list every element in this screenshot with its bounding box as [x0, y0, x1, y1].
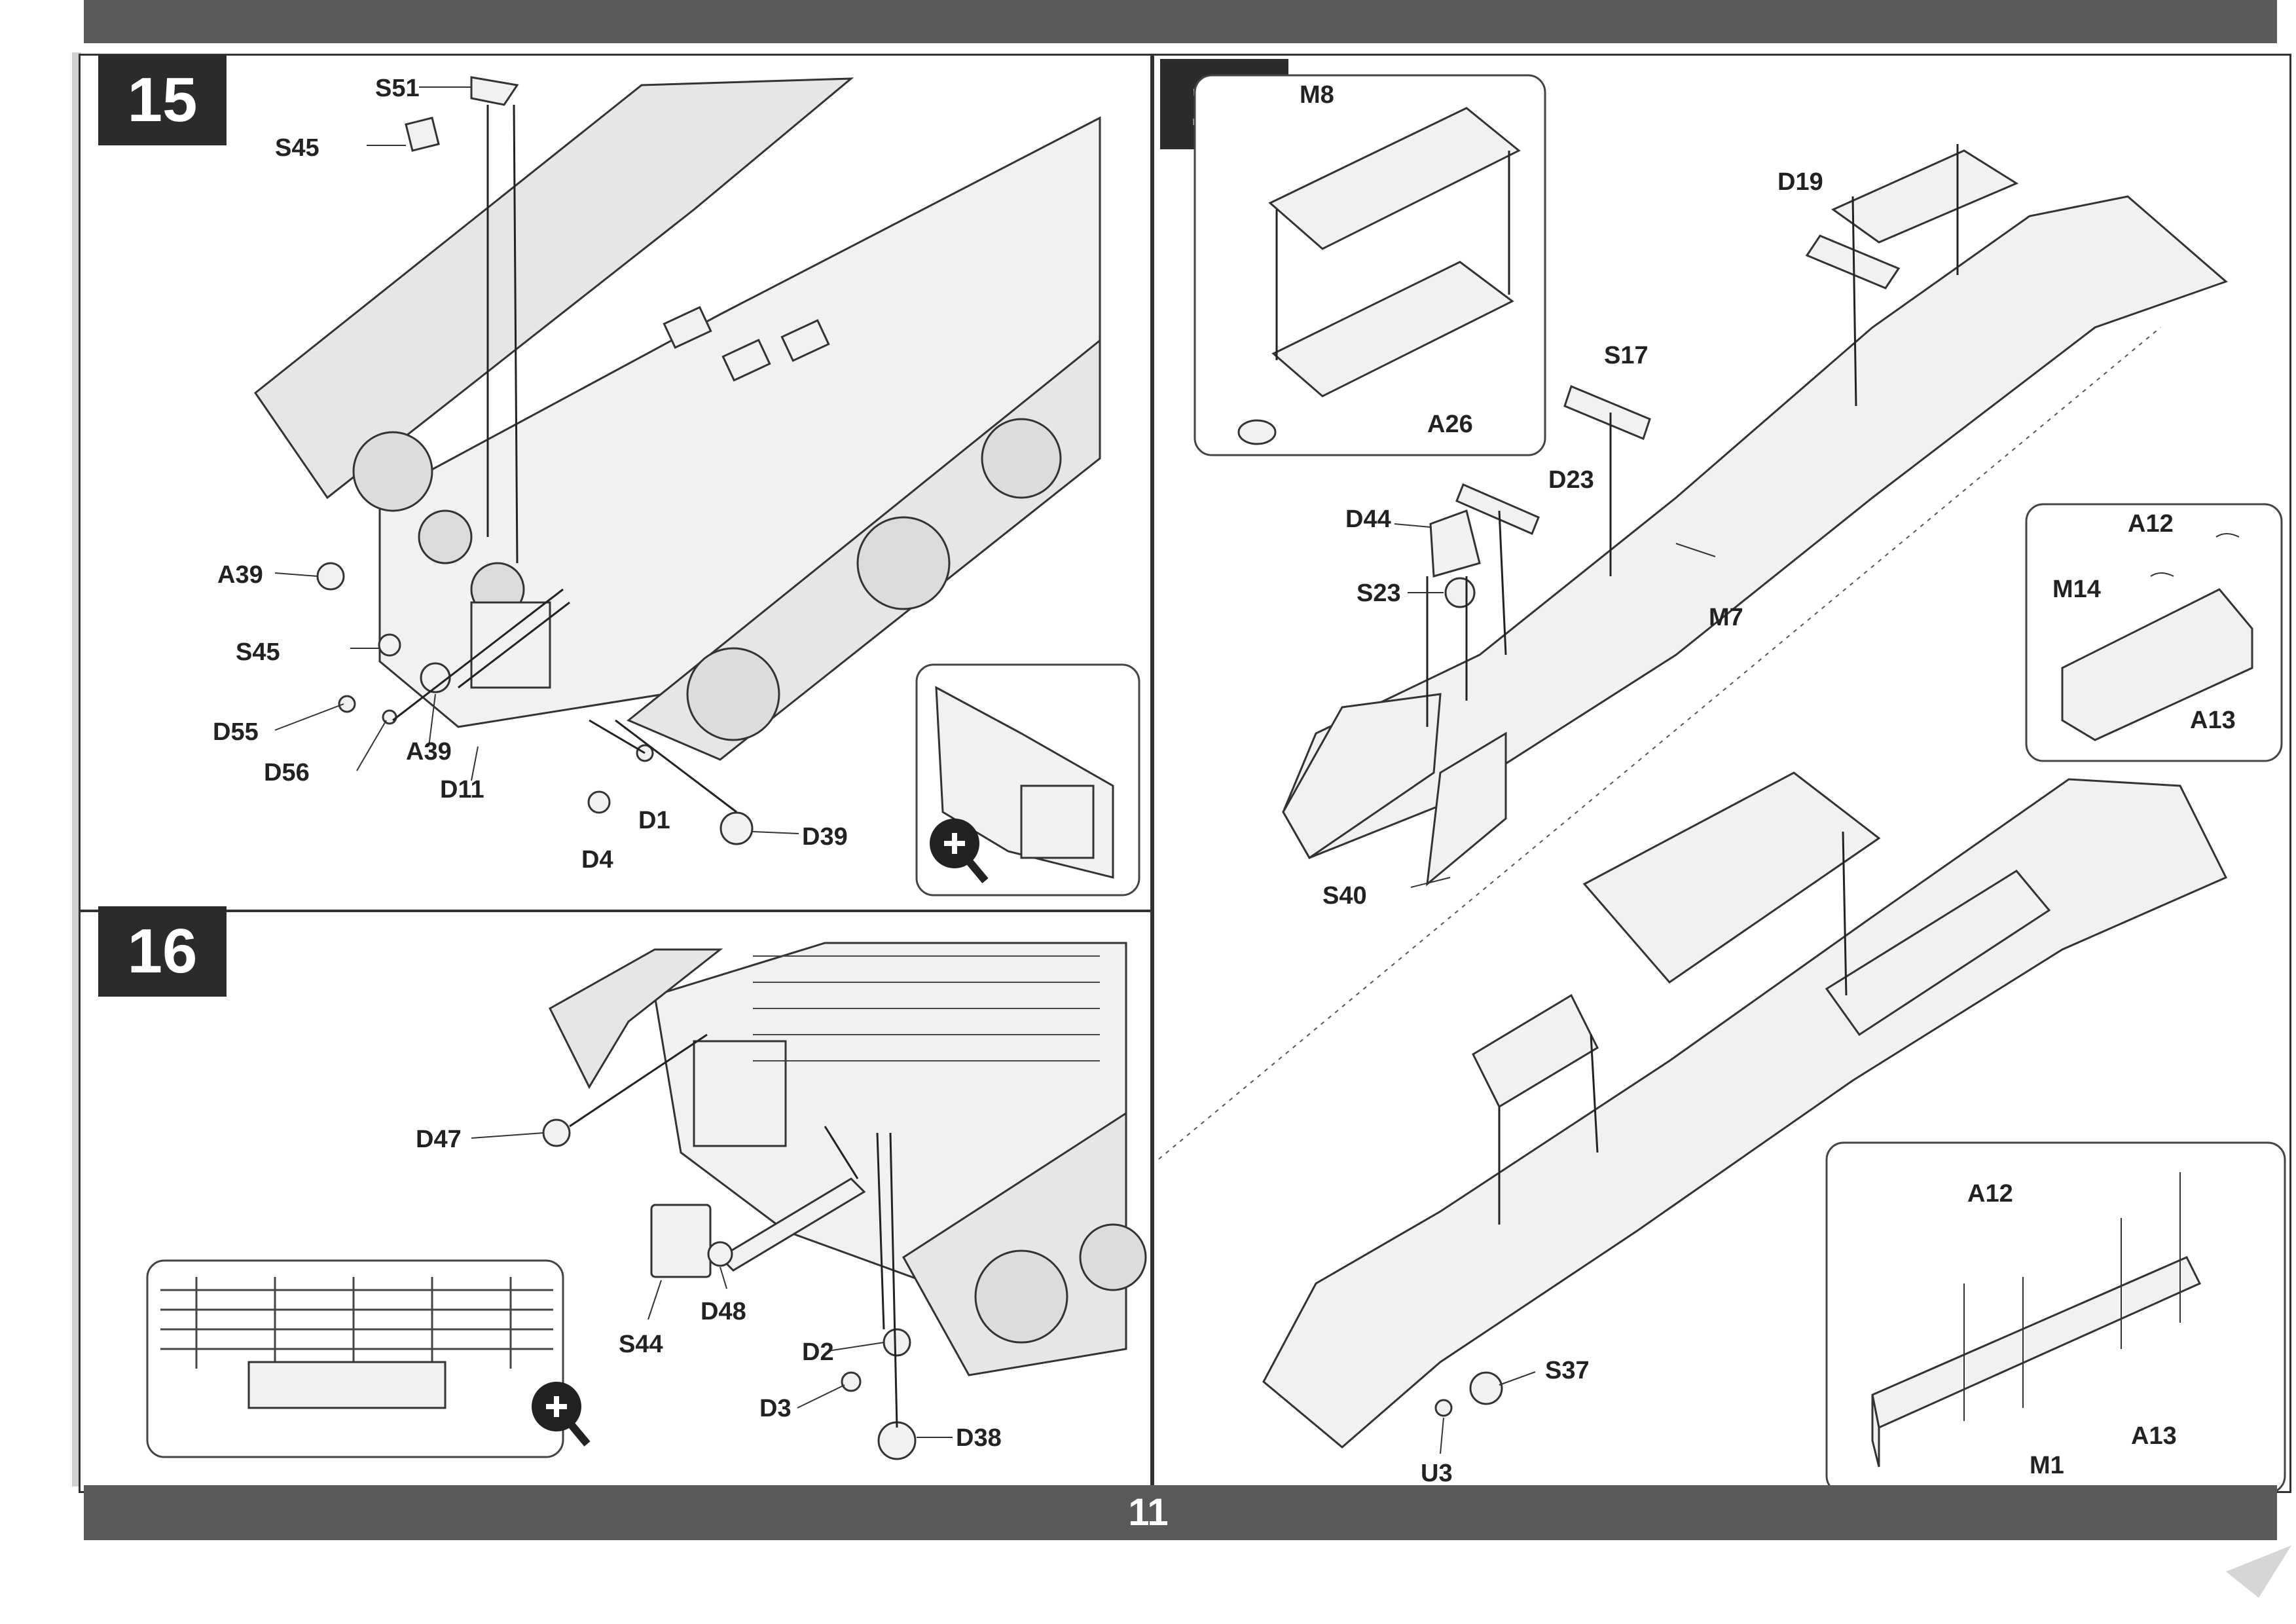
label-a13-b: A13: [2131, 1422, 2177, 1450]
label-d23: D23: [1548, 466, 1594, 494]
label-s17: S17: [1604, 342, 1649, 369]
label-d3: D3: [759, 1395, 792, 1422]
label-a26: A26: [1427, 411, 1473, 438]
label-a12-b: A12: [1967, 1180, 2013, 1208]
step-15-parts: [316, 76, 754, 845]
label-d44: D44: [1345, 506, 1391, 533]
step-17-top-zoom: [1194, 74, 1546, 456]
label-d19: D19: [1777, 168, 1823, 196]
label-s45: S45: [275, 134, 319, 162]
bottom-band: [84, 1485, 2277, 1540]
label-s37: S37: [1545, 1357, 1590, 1384]
label-a12: A12: [2128, 510, 2174, 538]
step-15-number: 15: [98, 55, 227, 145]
step-17-upper-leaders: [1394, 144, 1959, 888]
page-number: 11: [1128, 1491, 1169, 1534]
step-17-right-zoom-bottom: [1825, 1141, 2286, 1494]
step-16-zoom-detail: [146, 1259, 564, 1458]
step-16-number: 16: [98, 906, 227, 997]
label-d48: D48: [701, 1298, 746, 1325]
label-m7: M7: [1709, 604, 1743, 631]
zoom-icon-15: [930, 819, 989, 883]
step-15-labels: S51 S45 A39 S45 D55 D56 A39 D11 D4 D1 D3…: [213, 75, 848, 874]
zoom-icon-16: [532, 1382, 591, 1447]
label-s23: S23: [1357, 580, 1401, 607]
label-m8: M8: [1300, 81, 1334, 109]
label-s51: S51: [375, 75, 420, 102]
label-a39: A39: [217, 561, 263, 589]
label-d47: D47: [416, 1126, 462, 1153]
label-s44: S44: [619, 1331, 663, 1358]
label-d2: D2: [802, 1338, 834, 1366]
label-d38: D38: [956, 1424, 1002, 1452]
label-m14: M14: [2052, 576, 2101, 603]
step-17-labels: M8 A26 D19 S17 D23 D44 S23 M7 S40 A12 M1…: [1300, 81, 2236, 1487]
step-17-lower-hull: [1262, 771, 2228, 1449]
label-a13: A13: [2190, 707, 2236, 734]
step-17-upper-hull: [1282, 149, 2228, 887]
divider: [1158, 327, 2161, 1160]
label-d39: D39: [802, 823, 848, 851]
step-16-vehicle: [549, 942, 1147, 1376]
label-u3: U3: [1421, 1460, 1453, 1487]
step-17-right-zoom-top: [2025, 503, 2283, 762]
step-15-vehicle: [253, 77, 1101, 761]
label-d56: D56: [264, 759, 310, 786]
label-s45-b: S45: [236, 638, 280, 666]
watermark-logo: [2226, 1545, 2291, 1598]
label-d1: D1: [638, 807, 670, 834]
top-band: [84, 0, 2277, 43]
step-16-parts: [542, 1118, 917, 1460]
label-s40: S40: [1322, 882, 1367, 910]
label-a39-b: A39: [406, 738, 452, 766]
step-16-labels: D47 S44 D48 D2 D3 D38: [416, 1126, 1002, 1452]
label-d55: D55: [213, 718, 259, 746]
label-m1: M1: [2030, 1452, 2064, 1479]
step-15-leaders: [274, 86, 799, 834]
label-d4: D4: [581, 846, 613, 874]
label-d11: D11: [440, 776, 484, 803]
step-17-lower-leaders: [1440, 831, 1848, 1454]
step-16-leaders: [471, 1033, 953, 1438]
